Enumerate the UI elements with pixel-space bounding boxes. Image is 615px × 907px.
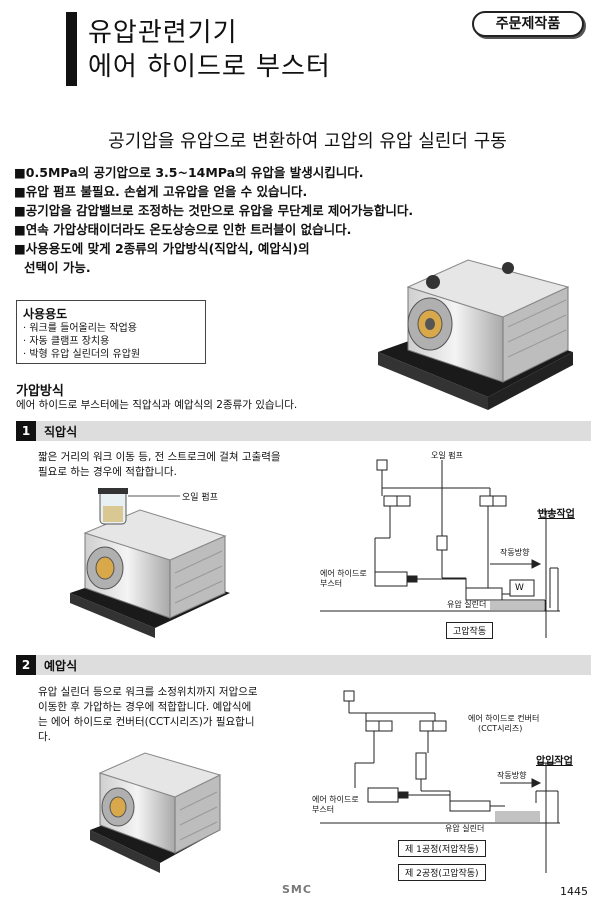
subtitle: 공기압을 유압으로 변환하여 고압의 유압 실린더 구동 bbox=[108, 131, 507, 152]
feature-item: ■공기압을 감압밸브로 조정하는 것만으로 유압을 무단계로 제어가능합니다. bbox=[14, 203, 414, 218]
step-1-box: 제 1공정(저압작동) bbox=[398, 840, 486, 857]
converter-label: (CCT시리즈) bbox=[478, 724, 523, 733]
usage-item: · 워크를 들어올리는 작업용 bbox=[23, 323, 137, 334]
section-title: 직압식 bbox=[44, 425, 78, 439]
title-bar-accent bbox=[66, 12, 77, 86]
feature-item: ■사용용도에 맞게 2종류의 가압방식(직압식, 예압식)의 bbox=[14, 241, 310, 256]
feature-item: ■연속 가압상태이더라도 온도상승으로 인한 트러블이 없습니다. bbox=[14, 222, 352, 237]
page-title-product: 에어 하이드로 부스터 bbox=[88, 52, 331, 82]
method-heading: 가압방식 bbox=[16, 384, 64, 399]
transport-work-label: 반송작업 bbox=[538, 509, 575, 520]
feature-item: ■유압 펌프 불필요. 손쉽게 고유압을 얻을 수 있습니다. bbox=[14, 184, 308, 199]
feature-item: ■0.5MPa의 공기압으로 3.5~14MPa의 유압을 발생시킵니다. bbox=[14, 165, 364, 180]
work-w-label: W bbox=[515, 583, 524, 593]
direction-label: 작동방향 bbox=[500, 548, 530, 557]
feature-list: ■0.5MPa의 공기압으로 3.5~14MPa의 유압을 발생시킵니다. ■유… bbox=[14, 163, 454, 277]
press-fit-work-label: 압입작업 bbox=[536, 756, 573, 767]
section-2-desc-line: 유압 실린더 등으로 워크를 소정위치까지 저압으로 bbox=[38, 686, 258, 698]
step-2-box: 제 2공정(고압작동) bbox=[398, 864, 486, 881]
direct-type-circuit-diagram bbox=[320, 459, 560, 638]
cylinder-label: 유압 실린더 bbox=[447, 600, 487, 609]
method-description: 에어 하이드로 부스터에는 직압식과 예압식의 2종류가 있습니다. bbox=[16, 399, 298, 411]
section-2-desc-line: 다. bbox=[38, 731, 51, 743]
booster-label: 부스터 bbox=[320, 579, 343, 588]
booster-label: 부스터 bbox=[312, 805, 335, 814]
direct-type-product-image bbox=[70, 488, 230, 638]
usage-box: 사용용도 · 워크를 들어올리는 작업용 · 자동 클램프 장치용 · 박형 유… bbox=[16, 300, 206, 364]
section-1-desc-line: 필요로 하는 경우에 적합합니다. bbox=[38, 466, 177, 478]
oil-pump-diagram-label: 오일 펌프 bbox=[431, 451, 463, 460]
booster-label: 에어 하이드로 bbox=[320, 569, 367, 578]
booster-label: 에어 하이드로 bbox=[312, 795, 359, 804]
usage-item: · 박형 유압 실린더의 유압원 bbox=[23, 349, 141, 360]
booster-product-image bbox=[378, 259, 573, 410]
page-title-category: 유압관련기기 bbox=[88, 18, 238, 48]
section-number: 2 bbox=[16, 655, 36, 675]
custom-order-badge: 주문제작품 bbox=[472, 11, 584, 37]
high-pressure-op-box: 고압작동 bbox=[446, 622, 494, 639]
feature-item: 선택이 가능. bbox=[24, 260, 91, 275]
section-number: 1 bbox=[16, 421, 36, 441]
section-1-header: 1 직압식 bbox=[16, 421, 591, 441]
direction-label: 작동방향 bbox=[497, 771, 527, 780]
section-2-desc-line: 는 에어 하이드로 컨버터(CCT시리즈)가 필요합니 bbox=[38, 716, 255, 728]
preload-type-product-image bbox=[90, 752, 222, 873]
page-number: 1445 bbox=[560, 885, 588, 898]
smc-logo: SMC bbox=[282, 883, 312, 896]
preload-type-circuit-diagram bbox=[320, 690, 560, 873]
converter-label: 에어 하이드로 컨버터 bbox=[468, 714, 540, 723]
oil-pump-photo-label: 오일 펌프 bbox=[182, 493, 218, 503]
section-title: 예압식 bbox=[44, 659, 78, 673]
cylinder-label: 유압 실린더 bbox=[445, 824, 485, 833]
section-2-header: 2 예압식 bbox=[16, 655, 591, 675]
section-1-desc-line: 짧은 거리의 워크 이동 등, 전 스트로크에 걸쳐 고출력을 bbox=[38, 451, 281, 463]
usage-item: · 자동 클램프 장치용 bbox=[23, 336, 110, 347]
section-2-desc-line: 이동한 후 가압하는 경우에 적합합니다. 예압식에 bbox=[38, 701, 252, 713]
usage-heading: 사용용도 bbox=[23, 307, 68, 321]
